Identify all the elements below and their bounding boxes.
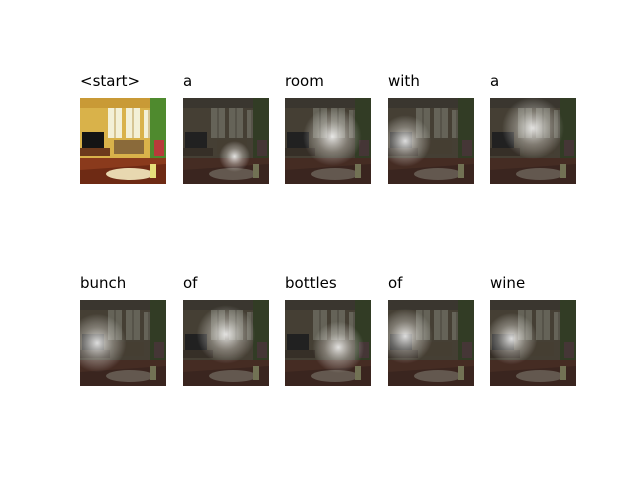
attention-glow [183, 98, 269, 184]
attention-glow [183, 300, 269, 386]
attention-glow [285, 300, 371, 386]
frame-word: bunch [80, 274, 127, 292]
attention-glow [388, 300, 474, 386]
frame-word: a [183, 72, 193, 90]
frame-word: <start> [80, 72, 141, 90]
frame-3: with [388, 72, 474, 184]
attention-map [490, 98, 576, 184]
frame-0: <start> [80, 72, 166, 184]
attention-glow [80, 300, 166, 386]
frame-word: with [388, 72, 420, 90]
attention-map [183, 98, 269, 184]
frame-word: room [285, 72, 324, 90]
attention-map [490, 300, 576, 386]
frame-word: bottles [285, 274, 337, 292]
attention-map [285, 98, 371, 184]
frame-8: of [388, 274, 474, 386]
frame-4: a [490, 72, 576, 184]
original-image [80, 98, 166, 184]
frame-word: a [490, 72, 500, 90]
frame-1: a [183, 72, 269, 184]
frame-word: of [388, 274, 403, 292]
attention-map [183, 300, 269, 386]
attention-map [80, 300, 166, 386]
attention-map [285, 300, 371, 386]
frame-7: bottles [285, 274, 371, 386]
frame-9: wine [490, 274, 576, 386]
attention-map [388, 300, 474, 386]
frame-word: of [183, 274, 198, 292]
frame-5: bunch [80, 274, 166, 386]
attention-glow [388, 98, 474, 184]
attention-glow [285, 98, 371, 184]
frame-2: room [285, 72, 371, 184]
frame-6: of [183, 274, 269, 386]
attention-glow [490, 300, 576, 386]
frame-word: wine [490, 274, 526, 292]
attention-glow [490, 98, 576, 184]
attention-map [388, 98, 474, 184]
